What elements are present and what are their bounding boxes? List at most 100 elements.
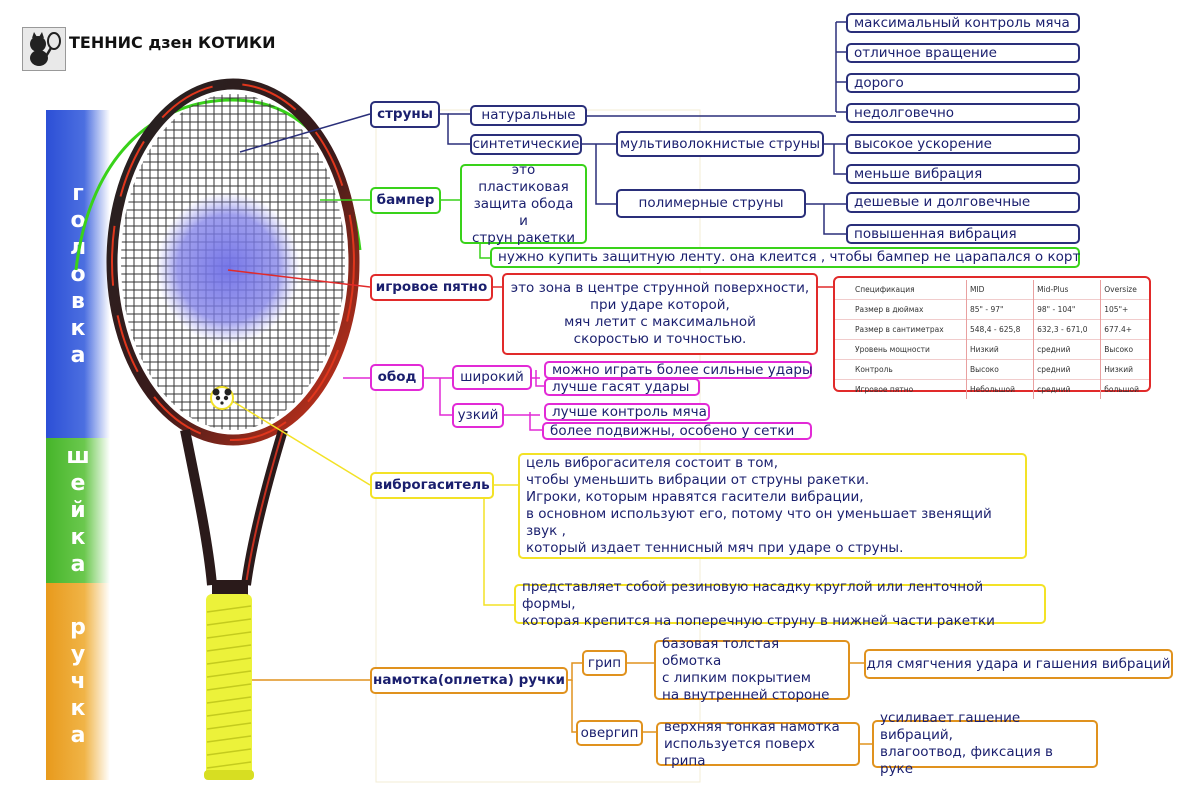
overgrip-purpose-line-0: усиливает гашение вибраций, [880, 710, 1021, 743]
grip-wrap-line [206, 735, 252, 743]
dampener-desc-line-1: чтобы уменьшить вибрации от струны ракет… [526, 472, 870, 488]
multi-prop-0: высокое ускорение [846, 134, 1080, 154]
grip-wrap-line [206, 761, 252, 769]
grip-wrap-line [206, 696, 252, 704]
spec-table-cell: 98" - 104" [1033, 299, 1101, 320]
grip-wrap-line [206, 748, 252, 756]
multifilament-strings-box: мультиволокнистые струны [616, 131, 824, 157]
spec-table-cell: Размер в сантиметрах [835, 319, 967, 340]
dampener-desc-line-2: Игроки, которым нравятся гасители вибрац… [526, 489, 864, 505]
natural-prop-3: недолговечно [846, 103, 1080, 123]
band-head-letter: в [71, 288, 85, 314]
band-head-letter: а [70, 342, 86, 368]
overgrip-purpose: усиливает гашение вибраций, влагоотвод, … [872, 710, 1098, 777]
grip-wrap-line [206, 644, 252, 652]
band-head-letter: о [70, 207, 86, 233]
spec-table-cell: 548,4 - 625,8 [965, 319, 1034, 340]
dampener-desc-line-4: который издает теннисный мяч при ударе о… [526, 540, 904, 556]
strings-label: струны [370, 101, 440, 128]
wide-prop-0: можно играть более сильные удары [544, 361, 813, 379]
band-grip-letter: у [70, 642, 86, 667]
overgrip-purpose-line-1: влагоотвод, фиксация в руке [880, 744, 1053, 777]
synthetic-strings-box: синтетические [470, 134, 582, 155]
base-grip-purpose: для смягчения удара и гашения вибраций [864, 649, 1173, 679]
dampener-label: виброгаситель [370, 472, 494, 499]
overgrip-desc-line-0: верхняя тонкая намотка [664, 718, 840, 735]
band-head-letter: к [70, 315, 86, 341]
sweetspot-label: игровое пятно [370, 274, 493, 301]
spec-table-cell: 105"+ [1100, 299, 1149, 320]
spec-table-cell: MID [965, 280, 1034, 300]
spec-table-cell: Небольшой [965, 379, 1034, 399]
band-neck-letter: й [70, 498, 86, 523]
band-neck-letter: е [70, 471, 86, 496]
spec-table-cell: Высоко [965, 359, 1034, 380]
cat-with-racket-icon [22, 27, 66, 71]
natural-prop-0: максимальный контроль мяча [846, 13, 1080, 33]
sweetspot-desc-line-1: при ударе которой, [590, 297, 730, 313]
spec-table-cell: Спецификация [855, 285, 915, 294]
band-grip-letter: а [70, 723, 86, 748]
page-title: ТЕННИС дзен КОТИКИ [69, 33, 276, 52]
grip-wrap-line [206, 657, 252, 665]
poly-prop-1: повышенная вибрация [846, 224, 1080, 244]
spec-table-cell: Контроль [835, 359, 967, 380]
grip-label: намотка(оплетка) ручки [370, 667, 568, 694]
band-grip-letter: ч [70, 669, 86, 694]
panda-dampener-icon [210, 386, 234, 410]
narrow-prop-1: более подвижны, особено у сетки [542, 422, 812, 440]
overgrip-desc-line-1: используется поверх грипа [664, 735, 815, 769]
bumper-desc-line-1: пластиковая [478, 178, 569, 195]
spec-table-cell: средний [1033, 379, 1101, 399]
grip-wrap-line [206, 618, 252, 626]
natural-prop-1: отличное вращение [846, 43, 1080, 63]
bumper-description: это пластиковая защита обода и струн рак… [460, 162, 587, 246]
spec-table-cell: 632,3 - 671,0 [1033, 319, 1101, 340]
grip-wrap-line [206, 631, 252, 639]
dampener-form: представляет собой резиновую насадку кру… [514, 579, 1046, 629]
base-grip-description: базовая толстая обмотка с липким покрыти… [654, 636, 850, 703]
spec-table-cell: 677.4+ [1100, 319, 1149, 340]
polymer-strings-box: полимерные струны [616, 189, 806, 218]
bumper-label: бампер [370, 187, 441, 214]
wide-prop-1: лучше гасят удары [544, 378, 700, 396]
spec-table-cell: средний [1033, 339, 1101, 360]
dampener-form-line-1: которая крепится на поперечную струну в … [522, 612, 995, 629]
band-grip-letter: к [70, 696, 86, 721]
multi-prop-1: меньше вибрация [846, 164, 1080, 184]
dampener-description: цель виброгасителя состоит в том, чтобы … [518, 453, 1027, 559]
bumper-desc-line-2: защита обода и [473, 195, 574, 229]
spec-table-cell: Oversize [1100, 280, 1149, 300]
grip-wrap-line [206, 709, 252, 717]
frame-label: обод [370, 364, 424, 391]
grip-wrap-line [206, 670, 252, 678]
spec-table-cell: Низкий [1100, 359, 1149, 380]
base-grip-desc-line-0: базовая толстая обмотка [662, 636, 780, 669]
bumper-tip: нужно купить защитную ленту. она клеится… [490, 247, 1080, 268]
sweetspot-desc-line-3: скоростью и точностью. [573, 331, 747, 347]
base-grip-box: грип [582, 650, 627, 676]
natural-prop-2: дорого [846, 73, 1080, 93]
sweetspot-description: это зона в центре струнной поверхности, … [502, 273, 818, 355]
grip-wrap-line [206, 683, 252, 691]
spec-table-cell: Игровое пятно [835, 379, 967, 399]
dampener-desc-line-3: в основном используют его, потому что он… [526, 506, 992, 539]
grip-wrap-line [206, 605, 252, 613]
natural-strings-box: натуральные [470, 105, 587, 126]
narrow-frame-box: узкий [452, 403, 504, 428]
band-head-letter: г [72, 180, 84, 206]
band-grip-letter: р [70, 615, 86, 640]
narrow-prop-0: лучше контроль мяча [544, 403, 710, 421]
band-neck-letter: к [70, 525, 86, 550]
overgrip-description: верхняя тонкая намотка используется пове… [656, 718, 860, 769]
wide-frame-box: широкий [452, 365, 532, 390]
spec-table-cell: Высоко [1100, 339, 1149, 360]
spec-table-cell: средний [1033, 359, 1101, 380]
